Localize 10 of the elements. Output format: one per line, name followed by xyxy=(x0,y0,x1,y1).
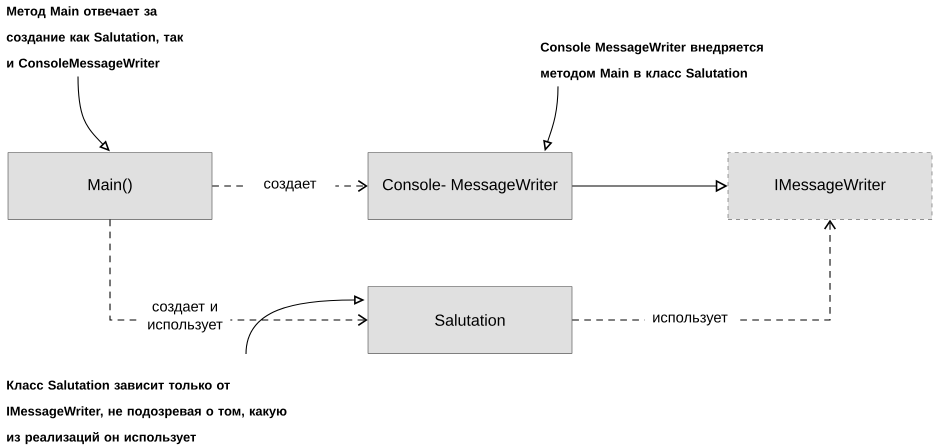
interface-box: IMessageWriter xyxy=(728,152,932,220)
edge-label: использует xyxy=(644,310,736,330)
note-text: Метод Main отвечает за создание как Salutation, так и ConsoleMessageWriter xyxy=(6,6,184,70)
process-box: Main() xyxy=(8,152,212,220)
process-box: Salutation xyxy=(368,286,572,354)
edge-label: создает и использует xyxy=(140,300,230,336)
note-text: Класс Salutation зависит только от IMessageWriter, не подозревая о том, какую из реализаций он использует xyxy=(7,380,286,444)
edge-label: создает xyxy=(244,176,336,196)
process-box: Console- MessageWriter xyxy=(368,152,572,220)
note-text: Console MessageWriter внедряется методом Main в класс Salutation xyxy=(540,42,763,80)
